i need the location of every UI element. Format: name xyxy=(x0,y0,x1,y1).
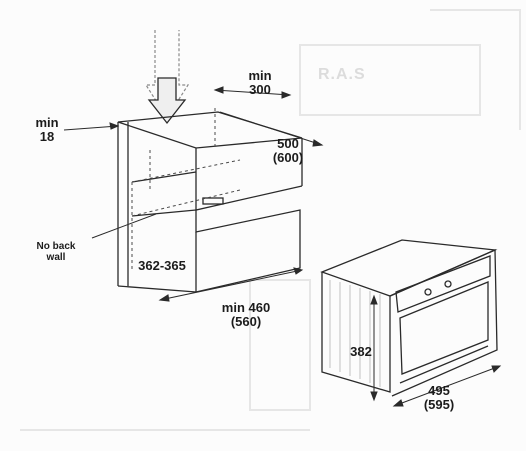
background-ghost xyxy=(20,9,521,431)
label-oven-width-secondary: (595) xyxy=(423,396,455,412)
label-min-top-word: min xyxy=(248,68,272,83)
label-min-top-number: 300 xyxy=(249,81,271,97)
label-min-left-word: min xyxy=(35,115,59,130)
label-depth: 500 (600) xyxy=(264,137,312,164)
label-depth-secondary: (600) xyxy=(272,149,304,165)
label-no-back-wall: No back wall xyxy=(26,241,86,263)
label-depth-primary: 500 xyxy=(277,136,299,151)
label-oven-height: 382 xyxy=(350,344,372,359)
label-no-back-wall-line1: No back xyxy=(36,241,76,252)
label-oven-width-primary: 495 xyxy=(428,383,450,398)
label-width-min: min 460 (560) xyxy=(214,301,278,328)
label-oven-width: 495 (595) xyxy=(414,384,464,411)
label-min-left: min 18 xyxy=(32,116,62,143)
no-back-wall-leader xyxy=(91,213,157,239)
oven xyxy=(320,239,498,397)
dim-min-18 xyxy=(63,122,120,131)
label-min-top: min 300 xyxy=(240,69,280,96)
airflow-arrow-solid xyxy=(147,77,187,125)
label-opening-height: 362-365 xyxy=(138,258,186,273)
dim-382 xyxy=(370,294,378,402)
label-width-min-secondary: (560) xyxy=(230,313,262,329)
oven-shading xyxy=(329,280,381,387)
ghost-watermark: R.A.S xyxy=(318,66,366,83)
airflow-arrow xyxy=(144,30,190,120)
dim-500 xyxy=(219,111,324,147)
label-min-left-number: 18 xyxy=(39,128,55,144)
dim-min-460 xyxy=(158,267,304,302)
dim-min-300 xyxy=(213,86,292,99)
cabinet-hidden-lines xyxy=(131,108,241,270)
label-no-back-wall-line2: wall xyxy=(46,251,66,263)
dim-495 xyxy=(392,365,502,407)
label-width-min-primary: min 460 xyxy=(221,300,271,315)
